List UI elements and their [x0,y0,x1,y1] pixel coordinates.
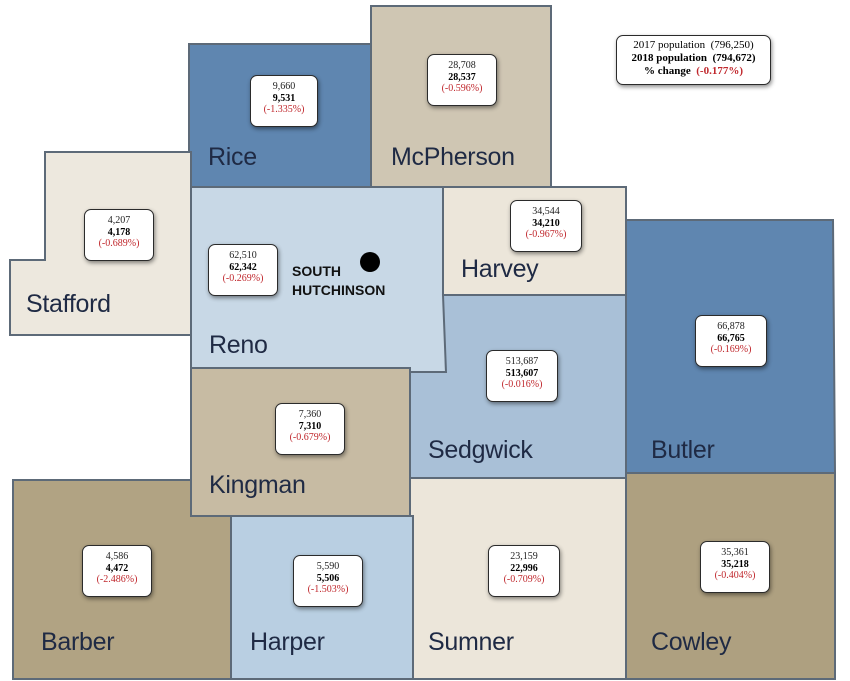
sumner-pop-2018: 22,996 [510,562,538,574]
rice-pop-2018: 9,531 [272,92,296,104]
harper-pop-2018: 5,506 [316,572,340,584]
mcpherson-pop-2018: 28,537 [448,71,476,83]
legend-2018-value: (794,672) [712,52,756,64]
mcpherson-label: McPherson [391,143,515,171]
barber-population-box: 4,586 4,472 (-2.486%) [82,545,152,597]
reno-label: Reno [209,331,268,359]
butler-population-box: 66,878 66,765 (-0.169%) [695,315,767,367]
barber-pop-2017: 4,586 [105,551,129,562]
mcpherson-population-box: 28,708 28,537 (-0.596%) [427,54,497,106]
south-hutchinson-marker [360,252,380,272]
kingman-pop-2018: 7,310 [298,420,322,432]
stafford-pop-2017: 4,207 [107,215,131,226]
barber-pop-2018: 4,472 [105,562,129,574]
city-label-line2: HUTCHINSON [292,282,386,298]
legend-2017-value: (796,250) [710,39,754,51]
harper-pop-2017: 5,590 [316,561,340,572]
barber-pop-change: (-2.486%) [96,574,138,585]
cowley-pop-2017: 35,361 [721,547,749,558]
reno-pop-change: (-0.269%) [222,273,264,284]
barber-label: Barber [41,628,115,656]
legend-line-2017: 2017 population (796,250) [621,39,766,52]
sedgwick-label: Sedgwick [428,436,533,464]
legend-box: 2017 population (796,250) 2018 populatio… [616,35,771,85]
kingman-population-box: 7,360 7,310 (-0.679%) [275,403,345,455]
reno-population-box: 62,510 62,342 (-0.269%) [208,244,278,296]
legend-2017-label: 2017 population [633,39,706,51]
harper-population-box: 5,590 5,506 (-1.503%) [293,555,363,607]
harvey-label: Harvey [461,255,539,283]
sedgwick-pop-2018: 513,607 [505,367,539,379]
stafford-label: Stafford [26,290,111,318]
harper-pop-change: (-1.503%) [307,584,349,595]
stafford-pop-change: (-0.689%) [98,238,140,249]
legend-change-value: (-0.177%) [696,65,743,77]
cowley-pop-2018: 35,218 [721,558,749,570]
reno-pop-2018: 62,342 [229,261,257,273]
sumner-pop-2017: 23,159 [510,551,538,562]
stafford-pop-2018: 4,178 [107,226,131,238]
kingman-pop-2017: 7,360 [298,409,322,420]
city-label-line1: SOUTH [292,263,341,279]
butler-pop-change: (-0.169%) [710,344,752,355]
harvey-pop-change: (-0.967%) [525,229,567,240]
kingman-label: Kingman [209,471,306,499]
harper-label: Harper [250,628,325,656]
mcpherson-pop-change: (-0.596%) [441,83,483,94]
butler-pop-2018: 66,765 [717,332,745,344]
reno-pop-2017: 62,510 [229,250,257,261]
sedgwick-population-box: 513,687 513,607 (-0.016%) [486,350,558,402]
rice-label: Rice [208,143,257,171]
legend-line-2018: 2018 population (794,672) [621,52,766,65]
cowley-population-box: 35,361 35,218 (-0.404%) [700,541,770,593]
sumner-population-box: 23,159 22,996 (-0.709%) [488,545,560,597]
butler-pop-2017: 66,878 [717,321,745,332]
rice-pop-2017: 9,660 [272,81,296,92]
south-hutchinson-label: SOUTH HUTCHINSON [292,262,385,300]
legend-2018-label: 2018 population [631,52,707,64]
legend-change-label: % change [644,65,691,77]
butler-label: Butler [651,436,715,464]
harvey-pop-2017: 34,544 [532,206,560,217]
cowley-label: Cowley [651,628,732,656]
stafford-population-box: 4,207 4,178 (-0.689%) [84,209,154,261]
sedgwick-pop-change: (-0.016%) [501,379,543,390]
harvey-population-box: 34,544 34,210 (-0.967%) [510,200,582,252]
cowley-pop-change: (-0.404%) [714,570,756,581]
rice-population-box: 9,660 9,531 (-1.335%) [250,75,318,127]
sumner-label: Sumner [428,628,514,656]
sumner-pop-change: (-0.709%) [503,574,545,585]
kingman-pop-change: (-0.679%) [289,432,331,443]
legend-line-change: % change (-0.177%) [621,65,766,78]
harvey-pop-2018: 34,210 [532,217,560,229]
sedgwick-pop-2017: 513,687 [505,356,539,367]
rice-pop-change: (-1.335%) [263,104,305,115]
mcpherson-pop-2017: 28,708 [448,60,476,71]
